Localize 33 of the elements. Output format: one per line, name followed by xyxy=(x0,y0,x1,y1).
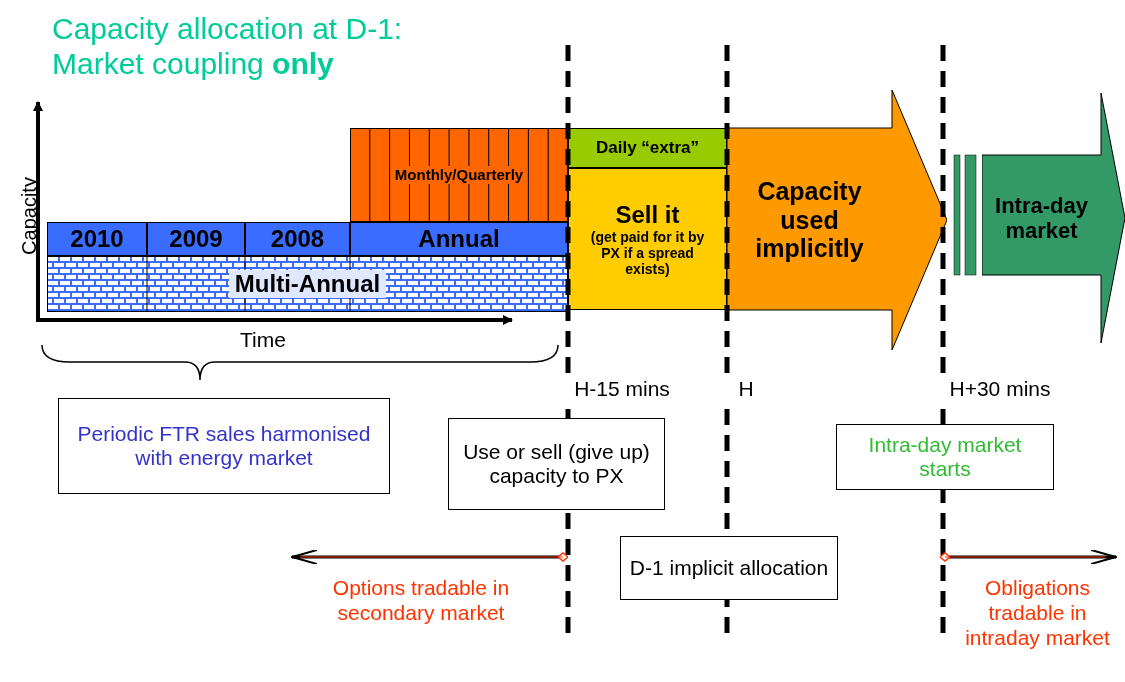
node-label: Intra-day market xyxy=(994,192,1089,244)
product-block xyxy=(147,222,245,256)
node-label: Monthly/Quarterly xyxy=(392,166,526,184)
range-label: Obligations tradable in intraday market xyxy=(964,575,1111,651)
text-box xyxy=(58,398,390,494)
node-label: Capacity used implicitly xyxy=(754,176,865,264)
node-label: 2010 xyxy=(69,225,125,253)
node-label: Sell it xyxy=(614,201,681,229)
text-box xyxy=(448,418,665,510)
node-label: Intra-day market starts xyxy=(867,432,1023,482)
node-label: D-1 implicit allocation xyxy=(628,555,830,581)
text-box xyxy=(836,424,1054,490)
node-label: Annual xyxy=(417,225,501,253)
node-label: Daily “extra” xyxy=(595,138,700,158)
node-label: Periodic FTR sales harmonised with energy market xyxy=(76,421,372,471)
node-label: 2008 xyxy=(269,225,326,253)
text-box xyxy=(620,536,838,600)
product-block xyxy=(568,168,727,310)
product-block xyxy=(350,128,568,222)
node-note: (get paid for it by PX if a spread exists) xyxy=(589,228,706,277)
product-block xyxy=(47,222,147,256)
node-label: Use or sell (give up) capacity to PX xyxy=(462,439,651,489)
product-block xyxy=(350,222,568,256)
axis-title: Time xyxy=(240,327,287,353)
node-label: Multi-Annual xyxy=(228,270,387,298)
range-label: Options tradable in secondary market xyxy=(331,575,511,626)
product-block xyxy=(245,222,350,256)
node-label: 2009 xyxy=(168,225,224,253)
arrow-shape xyxy=(982,93,1125,343)
product-block xyxy=(47,256,568,312)
product-block xyxy=(568,128,727,168)
title: Capacity allocation at D-1: Market coupling only xyxy=(52,12,404,81)
arrow-shape xyxy=(727,90,947,350)
